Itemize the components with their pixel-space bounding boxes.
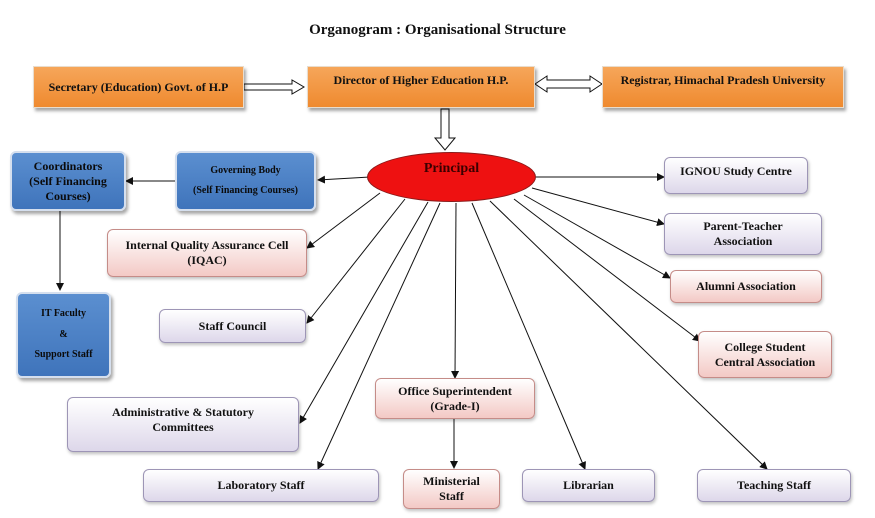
principal-to-pta-arrow: [531, 187, 665, 227]
principal-to-teaching-staff-arrow: [489, 200, 768, 470]
teaching-staff-node: Teaching Staff: [697, 469, 851, 502]
principal-to-csca-arrow: [513, 198, 701, 342]
coordinators-node: Coordinators (Self Financing Courses): [10, 151, 126, 211]
principal-to-iqac-arrow: [306, 192, 381, 249]
secretary-node: Secretary (Education) Govt. of H.P: [33, 66, 244, 108]
principal-to-librarian-arrow: [471, 202, 586, 470]
alumni-node: Alumni Association: [670, 270, 822, 303]
principal-to-office-superintendent-arrow: [451, 202, 460, 379]
laboratory-staff-node: Laboratory Staff: [143, 469, 379, 502]
librarian-node: Librarian: [522, 469, 655, 502]
principal-node: Principal: [367, 152, 536, 202]
iqac-node: Internal Quality Assurance Cell (IQAC): [107, 229, 307, 277]
ignou-node: IGNOU Study Centre: [664, 157, 808, 194]
registrar-node: Registrar, Himachal Pradesh University: [602, 66, 844, 108]
director-to-principal-arrow: [433, 108, 457, 151]
principal-to-alumni-arrow: [523, 194, 671, 279]
pta-node: Parent-Teacher Association: [664, 213, 822, 255]
admin-committees-node: Administrative & Statutory Committees: [67, 397, 299, 452]
principal-to-admin-committees-arrow: [299, 201, 429, 424]
director-registrar-double-arrow: [534, 75, 603, 93]
csca-node: College Student Central Association: [698, 331, 832, 378]
principal-to-laboratory-staff-arrow: [317, 202, 441, 470]
staff-council-node: Staff Council: [159, 309, 306, 343]
director-node: Director of Higher Education H.P.: [307, 66, 535, 108]
it-faculty-node: IT Faculty & Support Staff: [16, 292, 111, 378]
ministerial-staff-node: Ministerial Staff: [403, 469, 500, 509]
principal-to-staff-council-arrow: [306, 198, 406, 324]
secretary-to-director-arrow: [243, 79, 305, 95]
governing-body-node: Governing Body (Self Financing Courses): [175, 151, 316, 211]
principal-to-governing-body-arrow: [317, 175, 371, 184]
office-superintendent-node: Office Superintendent (Grade-I): [375, 378, 535, 419]
diagram-title: Organogram : Organisational Structure: [309, 22, 566, 38]
